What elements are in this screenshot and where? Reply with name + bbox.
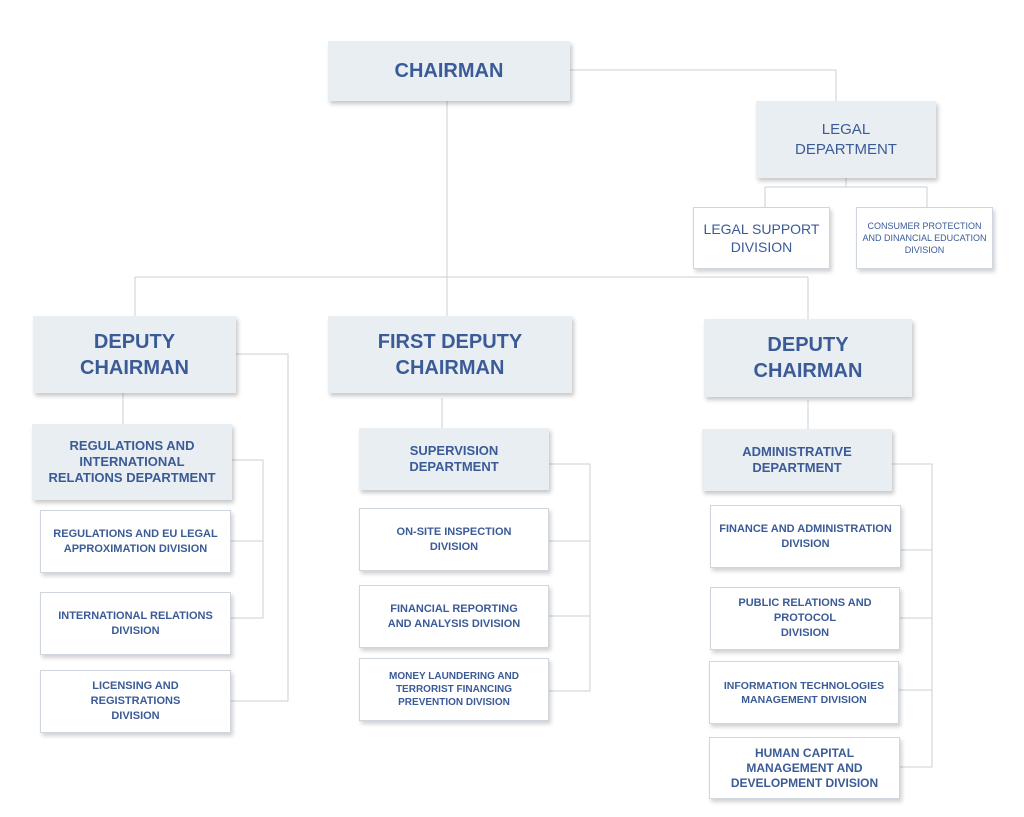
right-bracket-line	[892, 463, 933, 768]
finance-administration-division-box: FINANCE AND ADMINISTRATION DIVISION	[710, 505, 901, 568]
legal-support-division-label: LEGAL SUPPORT DIVISION	[703, 221, 820, 255]
financial-reporting-division-box: FINANCIAL REPORTING AND ANALYSIS DIVISIO…	[359, 585, 549, 648]
supervision-department-box: SUPERVISION DEPARTMENT	[359, 428, 549, 490]
licensing-division-box: LICENSING AND REGISTRATIONS DIVISION	[40, 670, 231, 733]
chairman-label: CHAIRMAN	[394, 60, 504, 82]
public-relations-division-box: PUBLIC RELATIONS AND PROTOCOL DIVISION	[710, 587, 900, 650]
supervision-department-label: SUPERVISION DEPARTMENT	[409, 443, 499, 474]
public-relations-division-label: PUBLIC RELATIONS AND PROTOCOL DIVISION	[738, 597, 872, 639]
left-inner-bracket-line	[230, 459, 264, 619]
international-relations-division-box: INTERNATIONAL RELATIONS DIVISION	[40, 592, 231, 655]
center-bracket-line	[549, 463, 591, 692]
human-capital-division-box: HUMAN CAPITAL MANAGEMENT AND DEVELOPMENT…	[709, 737, 900, 799]
legal-department-label: LEGAL DEPARTMENT	[795, 120, 897, 158]
licensing-division-label: LICENSING AND REGISTRATIONS DIVISION	[90, 680, 181, 722]
regulations-eu-division-box: REGULATIONS AND EU LEGAL APPROXIMATION D…	[40, 510, 231, 573]
financial-reporting-division-label: FINANCIAL REPORTING AND ANALYSIS DIVISIO…	[387, 602, 521, 630]
right-deputy-chairman-label: DEPUTY CHAIRMAN	[753, 334, 863, 382]
legal-department-box: LEGAL DEPARTMENT	[756, 101, 936, 178]
legal-branch-line	[570, 69, 837, 101]
on-site-inspection-division-box: ON-SITE INSPECTION DIVISION	[359, 508, 549, 571]
legal-support-division-box: LEGAL SUPPORT DIVISION	[693, 207, 830, 269]
legal-divisions-line	[764, 178, 928, 207]
consumer-protection-division-label: CONSUMER PROTECTION AND DINANCIAL EDUCAT…	[862, 221, 987, 255]
left-deputy-chairman-label: DEPUTY CHAIRMAN	[80, 330, 189, 379]
money-laundering-division-box: MONEY LAUNDERING AND TERRORIST FINANCING…	[359, 658, 549, 721]
regulations-eu-division-label: REGULATIONS AND EU LEGAL APPROXIMATION D…	[53, 527, 218, 555]
chairman-box: CHAIRMAN	[328, 41, 570, 101]
consumer-protection-division-box: CONSUMER PROTECTION AND DINANCIAL EDUCAT…	[856, 207, 993, 269]
administrative-department-box: ADMINISTRATIVE DEPARTMENT	[702, 429, 892, 491]
first-deputy-chairman-label: FIRST DEPUTY CHAIRMAN	[377, 330, 523, 379]
human-capital-division-label: HUMAN CAPITAL MANAGEMENT AND DEVELOPMENT…	[730, 745, 879, 790]
information-technologies-division-box: INFORMATION TECHNOLOGIES MANAGEMENT DIVI…	[709, 661, 899, 724]
regulations-department-label: REGULATIONS AND INTERNATIONAL RELATIONS …	[48, 438, 216, 485]
left-deputy-chairman-box: DEPUTY CHAIRMAN	[33, 316, 236, 393]
administrative-department-label: ADMINISTRATIVE DEPARTMENT	[742, 444, 852, 475]
regulations-department-box: REGULATIONS AND INTERNATIONAL RELATIONS …	[32, 424, 232, 500]
money-laundering-division-label: MONEY LAUNDERING AND TERRORIST FINANCING…	[388, 671, 519, 708]
on-site-inspection-division-label: ON-SITE INSPECTION DIVISION	[396, 525, 512, 553]
information-technologies-division-label: INFORMATION TECHNOLOGIES MANAGEMENT DIVI…	[723, 679, 885, 706]
first-deputy-chairman-box: FIRST DEPUTY CHAIRMAN	[328, 316, 572, 393]
international-relations-division-label: INTERNATIONAL RELATIONS DIVISION	[58, 609, 213, 637]
right-deputy-chairman-box: DEPUTY CHAIRMAN	[704, 319, 912, 397]
finance-administration-division-label: FINANCE AND ADMINISTRATION DIVISION	[719, 522, 892, 550]
left-outer-bracket-line	[230, 353, 289, 702]
